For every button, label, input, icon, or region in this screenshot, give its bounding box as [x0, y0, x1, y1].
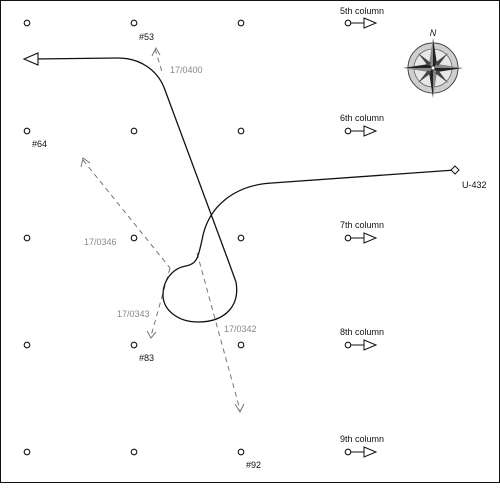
arrow-right-icon [344, 339, 378, 351]
column-label-5: 5th column [340, 6, 384, 16]
column-label-9: 9th column [340, 434, 384, 444]
grid-dot [237, 19, 245, 27]
grid-dot [23, 341, 31, 349]
point-label-83: #83 [139, 353, 154, 363]
vessel-track [33, 57, 456, 323]
point-label-53: #53 [139, 32, 154, 42]
diamond-marker-icon [450, 165, 460, 175]
grid-dot [23, 19, 31, 27]
grid-dot [237, 448, 245, 456]
grid-dot [23, 127, 31, 135]
point-label-64: #64 [32, 139, 47, 149]
grid-dot [130, 341, 138, 349]
grid-dots [23, 19, 245, 456]
grid-dot [130, 234, 138, 242]
vessel-label: U-432 [462, 180, 487, 190]
dashed-track-0342 [196, 252, 245, 414]
arrow-right-icon [344, 17, 378, 29]
grid-dot [237, 127, 245, 135]
column-label-6: 6th column [340, 113, 384, 123]
grid-dot [130, 448, 138, 456]
grid-dot [237, 341, 245, 349]
dashed-track-0400 [151, 46, 164, 76]
compass-rose-icon: N [403, 28, 463, 98]
grid-dot [23, 234, 31, 242]
dashed-track-0346 [80, 157, 171, 269]
compass-north-letter: N [430, 28, 437, 38]
column-label-8: 8th column [340, 327, 384, 337]
point-label-92: #92 [246, 460, 261, 470]
grid-dot [130, 127, 138, 135]
track-label-0343: 17/0343 [117, 309, 150, 319]
track-label-0342: 17/0342 [224, 324, 257, 334]
arrow-right-icon [344, 232, 378, 244]
grid-dot [130, 19, 138, 27]
grid-dot [23, 448, 31, 456]
arrow-right-icon [344, 446, 378, 458]
track-label-0346: 17/0346 [84, 237, 117, 247]
column-label-7: 7th column [340, 220, 384, 230]
grid-dot [237, 234, 245, 242]
track-label-0400: 17/0400 [170, 65, 203, 75]
arrow-right-icon [344, 125, 378, 137]
column-arrows [344, 17, 378, 458]
arrow-left-icon [22, 52, 39, 66]
